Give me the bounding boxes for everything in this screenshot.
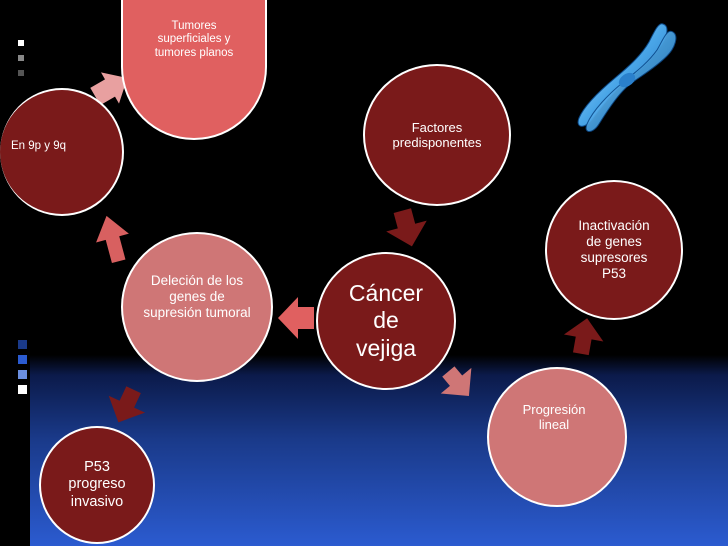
node-p53-invasivo: P53 progreso invasivo xyxy=(39,426,155,544)
decor-square xyxy=(18,55,24,61)
node-label: Deleción de los genes de supresión tumor… xyxy=(143,273,251,320)
node-label: Cáncer de vejiga xyxy=(348,280,424,361)
arrow-center-to-progresion xyxy=(440,366,472,397)
node-label: Tumores superficiales y tumores planos xyxy=(154,19,234,59)
node-inactivacion: Inactivación de genes supresores P53 xyxy=(545,180,683,320)
decor-square xyxy=(18,70,24,76)
node-label: En 9p y 9q xyxy=(11,140,66,153)
chromosome-icon xyxy=(577,23,677,132)
node-delecion: Deleción de los genes de supresión tumor… xyxy=(121,232,273,382)
decor-square xyxy=(18,385,27,394)
arrow-to-cromosomas xyxy=(96,215,129,264)
decor-square xyxy=(18,370,27,379)
decor-square xyxy=(18,340,27,349)
left-decor-strip xyxy=(0,0,30,546)
arrow-factores-to-center xyxy=(386,208,427,247)
node-tumores-superficiales: Tumores superficiales y tumores planos xyxy=(121,0,267,140)
decor-square xyxy=(18,40,24,46)
node-label: P53 progreso invasivo xyxy=(68,459,126,510)
node-label: Progresión lineal xyxy=(522,401,586,432)
arrow-to-tumores xyxy=(90,72,128,106)
node-label: Factores predisponentes xyxy=(392,119,482,150)
arrow-delecion-to-p53 xyxy=(108,386,145,423)
arrow-center-to-delecion xyxy=(278,297,314,339)
node-label: Inactivación de genes supresores P53 xyxy=(578,218,650,281)
node-factores-predisponentes: Factores predisponentes xyxy=(363,64,511,206)
node-progresion-lineal: Progresión lineal xyxy=(487,367,627,507)
arrow-progresion-to-inactivacion xyxy=(563,318,604,356)
node-cancer-vejiga: Cáncer de vejiga xyxy=(316,252,456,390)
decor-square xyxy=(18,355,27,364)
node-9p-9q: En 9p y 9q xyxy=(0,88,124,216)
